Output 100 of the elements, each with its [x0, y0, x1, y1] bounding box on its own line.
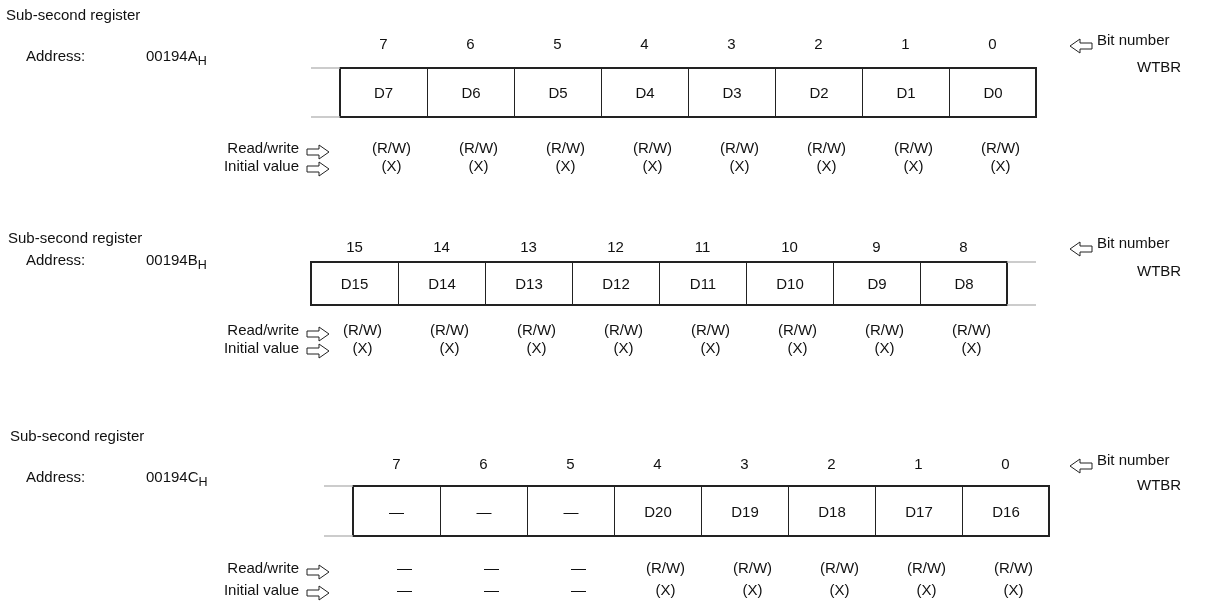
- access-value: (R/W): [458, 139, 499, 157]
- initial-value: (X): [916, 581, 937, 599]
- initial-value: (X): [439, 339, 460, 357]
- initial-value: (X): [613, 339, 634, 357]
- access-value: (R/W): [906, 559, 947, 577]
- access-value: (R/W): [864, 321, 905, 339]
- access-value: (R/W): [993, 559, 1034, 577]
- bit-number: 6: [479, 455, 488, 473]
- access-value: (R/W): [719, 139, 760, 157]
- initial-value: (X): [468, 157, 489, 175]
- bit-number: 15: [346, 238, 363, 256]
- access-value: (R/W): [632, 139, 673, 157]
- bit-name: D6: [461, 84, 481, 101]
- bit-name: D14: [428, 275, 456, 292]
- register-name: WTBR: [1137, 476, 1182, 494]
- bit-number: 12: [607, 238, 624, 256]
- bit-number: 1: [901, 35, 910, 53]
- bit-number: 4: [653, 455, 662, 473]
- bit-name: D15: [340, 275, 369, 292]
- bit-name: D0: [983, 84, 1003, 101]
- address-label: Address:: [26, 468, 86, 486]
- read-write-label: Read/write: [227, 139, 299, 157]
- access-value: —: [484, 559, 499, 577]
- initial-value: (X): [655, 581, 676, 599]
- access-value: (R/W): [980, 139, 1021, 157]
- bit-number: 5: [566, 455, 575, 473]
- initial-value-label: Initial value: [223, 339, 299, 357]
- bit-number: 3: [727, 35, 736, 53]
- initial-value: —: [484, 581, 499, 599]
- initial-value: —: [397, 581, 412, 599]
- access-value: (R/W): [690, 321, 731, 339]
- bit-number: 10: [781, 238, 798, 256]
- bit-number: 7: [379, 35, 388, 53]
- initial-value: (X): [729, 157, 750, 175]
- bit-number: 2: [814, 35, 823, 53]
- register-title: Sub-second register: [6, 6, 141, 24]
- address-value: 00194A$_{H}$: [146, 47, 207, 70]
- initial-value: (X): [903, 157, 924, 175]
- read-write-label: Read/write: [227, 559, 299, 577]
- bit-name: D9: [867, 275, 887, 292]
- initial-value-label: Initial value: [223, 157, 299, 175]
- initial-value: (X): [352, 339, 373, 357]
- bit-number: 3: [740, 455, 749, 473]
- access-value: —: [397, 559, 412, 577]
- bit-name: D19: [731, 502, 759, 520]
- bit-number: 5: [553, 35, 562, 53]
- bit-number: 4: [640, 35, 649, 53]
- initial-value: (X): [990, 157, 1011, 175]
- bit-number: 6: [466, 35, 475, 53]
- bit-number-label: Bit number: [1097, 451, 1170, 469]
- register-title: Sub-second register: [10, 427, 145, 445]
- bit-number: 7: [392, 455, 401, 473]
- register-name: WTBR: [1137, 58, 1182, 76]
- bit-name: D2: [809, 84, 829, 101]
- bit-name: D13: [515, 275, 543, 292]
- access-value: (R/W): [893, 139, 934, 157]
- register-title: Sub-second register: [8, 229, 143, 247]
- address-label: Address:: [26, 47, 86, 65]
- initial-value: (X): [381, 157, 402, 175]
- bit-name: D17: [905, 502, 933, 520]
- bit-name: D1: [896, 84, 916, 101]
- initial-value-label: Initial value: [223, 581, 299, 599]
- bit-name: D18: [818, 502, 846, 520]
- bit-name: D12: [602, 275, 630, 292]
- bit-name: —: [476, 502, 492, 520]
- bit-number: 1: [914, 455, 923, 473]
- bit-name: D3: [722, 84, 742, 101]
- initial-value: (X): [526, 339, 547, 357]
- bit-number-label: Bit number: [1097, 31, 1170, 49]
- access-value: (R/W): [732, 559, 773, 577]
- bit-number: 2: [827, 455, 836, 473]
- register-name: WTBR: [1137, 262, 1182, 280]
- bit-number: 14: [433, 238, 450, 256]
- initial-value: (X): [961, 339, 982, 357]
- initial-value: (X): [816, 157, 837, 175]
- bit-name: D7: [373, 84, 394, 101]
- access-value: (R/W): [645, 559, 686, 577]
- access-value: —: [571, 559, 586, 577]
- access-value: (R/W): [371, 139, 412, 157]
- bit-name: D8: [954, 275, 974, 292]
- bit-name: D10: [776, 275, 804, 292]
- initial-value: (X): [1003, 581, 1024, 599]
- address-value: 00194C$_{H}$: [146, 468, 208, 491]
- initial-value: (X): [874, 339, 895, 357]
- access-value: (R/W): [545, 139, 586, 157]
- bit-number: 0: [1001, 455, 1010, 473]
- access-value: (R/W): [806, 139, 847, 157]
- access-value: (R/W): [951, 321, 992, 339]
- access-value: (R/W): [819, 559, 860, 577]
- bit-name: D16: [992, 502, 1020, 520]
- initial-value: (X): [642, 157, 663, 175]
- initial-value: (X): [829, 581, 850, 599]
- initial-value: (X): [700, 339, 721, 357]
- bit-name: —: [389, 502, 404, 520]
- initial-value: (X): [742, 581, 763, 599]
- access-value: (R/W): [777, 321, 818, 339]
- access-value: (R/W): [342, 321, 383, 339]
- bit-name: D20: [644, 502, 672, 520]
- bit-number: 0: [988, 35, 997, 53]
- bit-number: 8: [959, 238, 968, 256]
